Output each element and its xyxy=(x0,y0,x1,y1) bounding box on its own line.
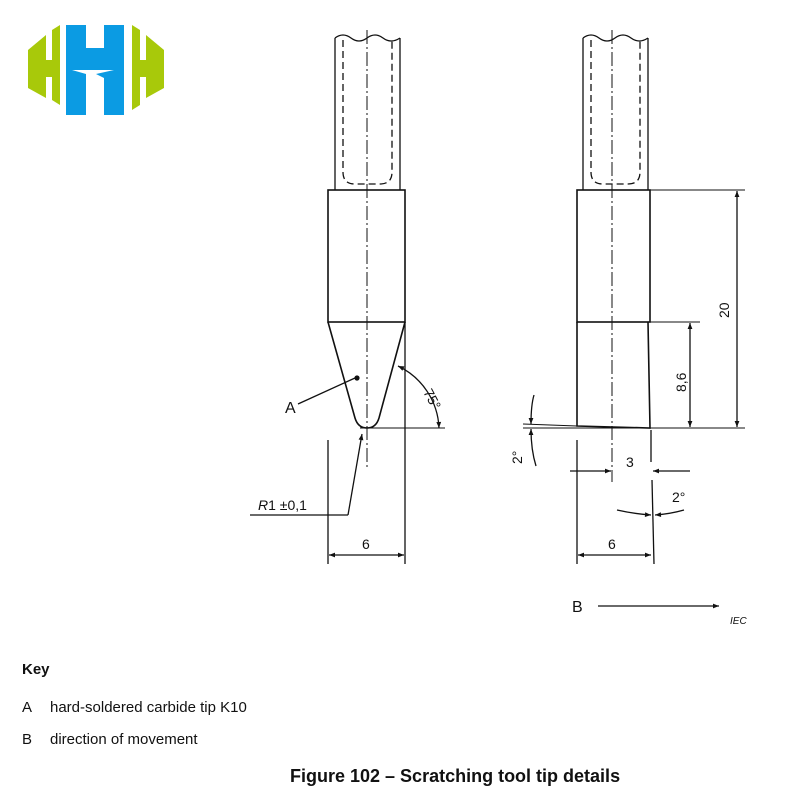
height-tip-label: 8,6 xyxy=(673,372,689,392)
logo xyxy=(28,25,164,115)
key-title: Key xyxy=(22,661,50,678)
offset-label: 3 xyxy=(626,454,634,470)
key-letter: B xyxy=(22,731,33,748)
radius-prefix: R xyxy=(258,497,268,513)
label-b: B xyxy=(572,599,583,616)
height-total-label: 20 xyxy=(716,302,732,318)
source-label: IEC xyxy=(730,616,747,627)
key-letter: A xyxy=(22,699,33,716)
width-right-label: 6 xyxy=(608,536,616,552)
tool-side-view xyxy=(522,30,745,609)
angle-tip-label: 75° xyxy=(420,386,444,412)
angle-side-label: 2° xyxy=(672,489,685,505)
tool-front-view xyxy=(250,30,445,564)
radius-value: 1 ±0,1 xyxy=(268,497,307,513)
radius-label: R1 ±0,1 xyxy=(258,497,307,513)
key-text: direction of movement xyxy=(50,731,198,748)
label-a: A xyxy=(285,400,296,417)
angle-bottom-label: 2° xyxy=(509,451,525,464)
width-left-label: 6 xyxy=(362,536,370,552)
key-text: hard-soldered carbide tip K10 xyxy=(50,699,247,716)
figure-caption: Figure 102 – Scratching tool tip details xyxy=(290,766,621,786)
